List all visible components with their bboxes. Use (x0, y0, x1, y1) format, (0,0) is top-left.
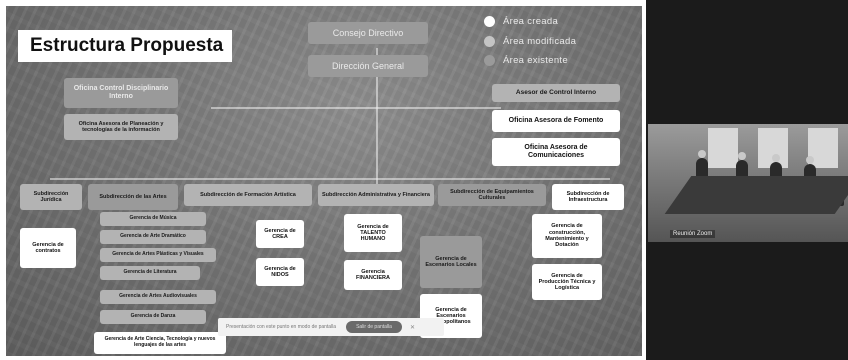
subdireccion-infraestructura-box: Subdirección de Infraestructura (552, 184, 624, 210)
gerencia-crea-box: Gerencia de CREA (256, 220, 304, 248)
connector-line (50, 178, 610, 180)
gerencia-danza-box: Gerencia de Danza (100, 310, 206, 324)
meeting-participant-figure (696, 158, 708, 180)
connector-line (211, 107, 501, 109)
subdireccion-formacion-box: Subdirección de Formación Artística (184, 184, 312, 206)
legend-item-existing: Área existente (484, 55, 568, 66)
meeting-participant-head (698, 150, 706, 158)
participant-video-tile[interactable]: Reunión Zoom (648, 124, 848, 242)
exit-screen-share-button[interactable]: Salir de pantalla (346, 321, 402, 333)
presentation-slide: Estructura Propuesta Área creada Área mo… (6, 6, 642, 356)
video-window-shape (708, 128, 738, 168)
legend-label: Área existente (503, 55, 568, 66)
consejo-directivo-box: Consejo Directivo (308, 22, 428, 44)
legend-label: Área creada (503, 16, 559, 27)
oficina-planeacion-box: Oficina Asesora de Planeación y tecnolog… (64, 114, 178, 140)
asesor-control-box: Asesor de Control Interno (492, 84, 620, 102)
gerencia-financiera-box: Gerencia FINANCIERA (344, 260, 402, 290)
subdireccion-administrativa-box: Subdirección Administrativa y Financiera (318, 184, 434, 206)
subdireccion-artes-box: Subdirección de las Artes (88, 184, 178, 210)
legend-dot-icon (484, 55, 495, 66)
legend-dot-icon (484, 36, 495, 47)
legend-dot-icon (484, 16, 495, 27)
gerencia-artes-audiovisuales-box: Gerencia de Artes Audiovisuales (100, 290, 216, 304)
gerencia-talento-humano-box: Gerencia de TALENTO HUMANO (344, 214, 402, 252)
screen-share-notice-bar: Presentación con este punto en modo de p… (218, 318, 444, 336)
meeting-participant-head (738, 152, 746, 160)
gerencia-arte-ciencia-box: Gerencia de Arte Ciencia, Tecnología y n… (94, 332, 226, 354)
screen-share-message: Presentación con este punto en modo de p… (226, 324, 337, 330)
subdireccion-equipamientos-box: Subdirección de Equipamientos Culturales (438, 184, 546, 206)
gerencia-artes-plasticas-box: Gerencia de Artes Plásticas y Visuales (100, 248, 216, 262)
meeting-participant-head (806, 156, 814, 164)
gerencia-construccion-box: Gerencia de construcción, Mantenimiento … (532, 214, 602, 258)
oficina-fomento-box: Oficina Asesora de Fomento (492, 110, 620, 132)
gerencia-arte-dramatico-box: Gerencia de Arte Dramático (100, 230, 206, 244)
meeting-participant-head (772, 154, 780, 162)
gerencia-literatura-box: Gerencia de Literatura (100, 266, 200, 280)
slide-title: Estructura Propuesta (18, 30, 232, 62)
gerencia-contratos-box: Gerencia de contratos (20, 228, 76, 268)
oficina-control-box: Oficina Control Disciplinario Interno (64, 78, 178, 108)
participant-name-label: Reunión Zoom (670, 230, 716, 238)
gerencia-escenarios-locales-box: Gerencia de Escenarios Locales (420, 236, 482, 288)
direccion-general-box: Dirección General (308, 55, 428, 77)
gerencia-nidos-box: Gerencia de NIDOS (256, 258, 304, 286)
subdireccion-juridica-box: Subdirección Jurídica (20, 184, 82, 210)
legend-label: Área modificada (503, 36, 577, 47)
oficina-comunicaciones-box: Oficina Asesora de Comunicaciones (492, 138, 620, 166)
gerencia-produccion-box: Gerencia de Producción Técnica y Logísti… (532, 264, 602, 300)
shared-screen: Estructura Propuesta Área creada Área mo… (0, 0, 646, 360)
close-icon[interactable]: ✕ (409, 324, 415, 331)
connector-line (376, 48, 378, 188)
meeting-table-shape (664, 176, 848, 214)
gerencia-musica-box: Gerencia de Música (100, 212, 206, 226)
legend-item-created: Área creada (484, 16, 558, 27)
legend-item-modified: Área modificada (484, 36, 576, 47)
